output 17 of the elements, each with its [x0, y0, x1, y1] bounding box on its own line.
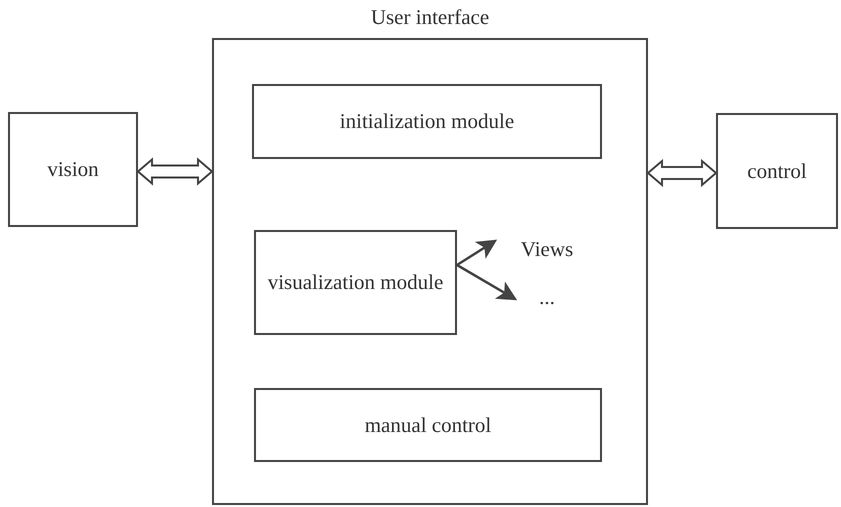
node-label: visualization module	[266, 269, 444, 296]
arrow	[456, 264, 518, 300]
node-label: ...	[538, 284, 556, 310]
double-arrow	[136, 157, 213, 186]
double-arrow	[646, 158, 717, 188]
module-box	[254, 230, 457, 335]
module-box	[254, 388, 602, 462]
node-label: Views	[520, 236, 574, 262]
node-label: initialization module	[338, 108, 516, 135]
node-label: manual control	[364, 412, 492, 438]
heading: User interface	[370, 4, 490, 31]
arrow	[456, 240, 498, 266]
module-box	[716, 113, 838, 229]
module-box	[252, 84, 602, 159]
node-label: vision	[46, 156, 100, 183]
module-box	[8, 112, 138, 227]
node-label: control	[746, 158, 808, 184]
